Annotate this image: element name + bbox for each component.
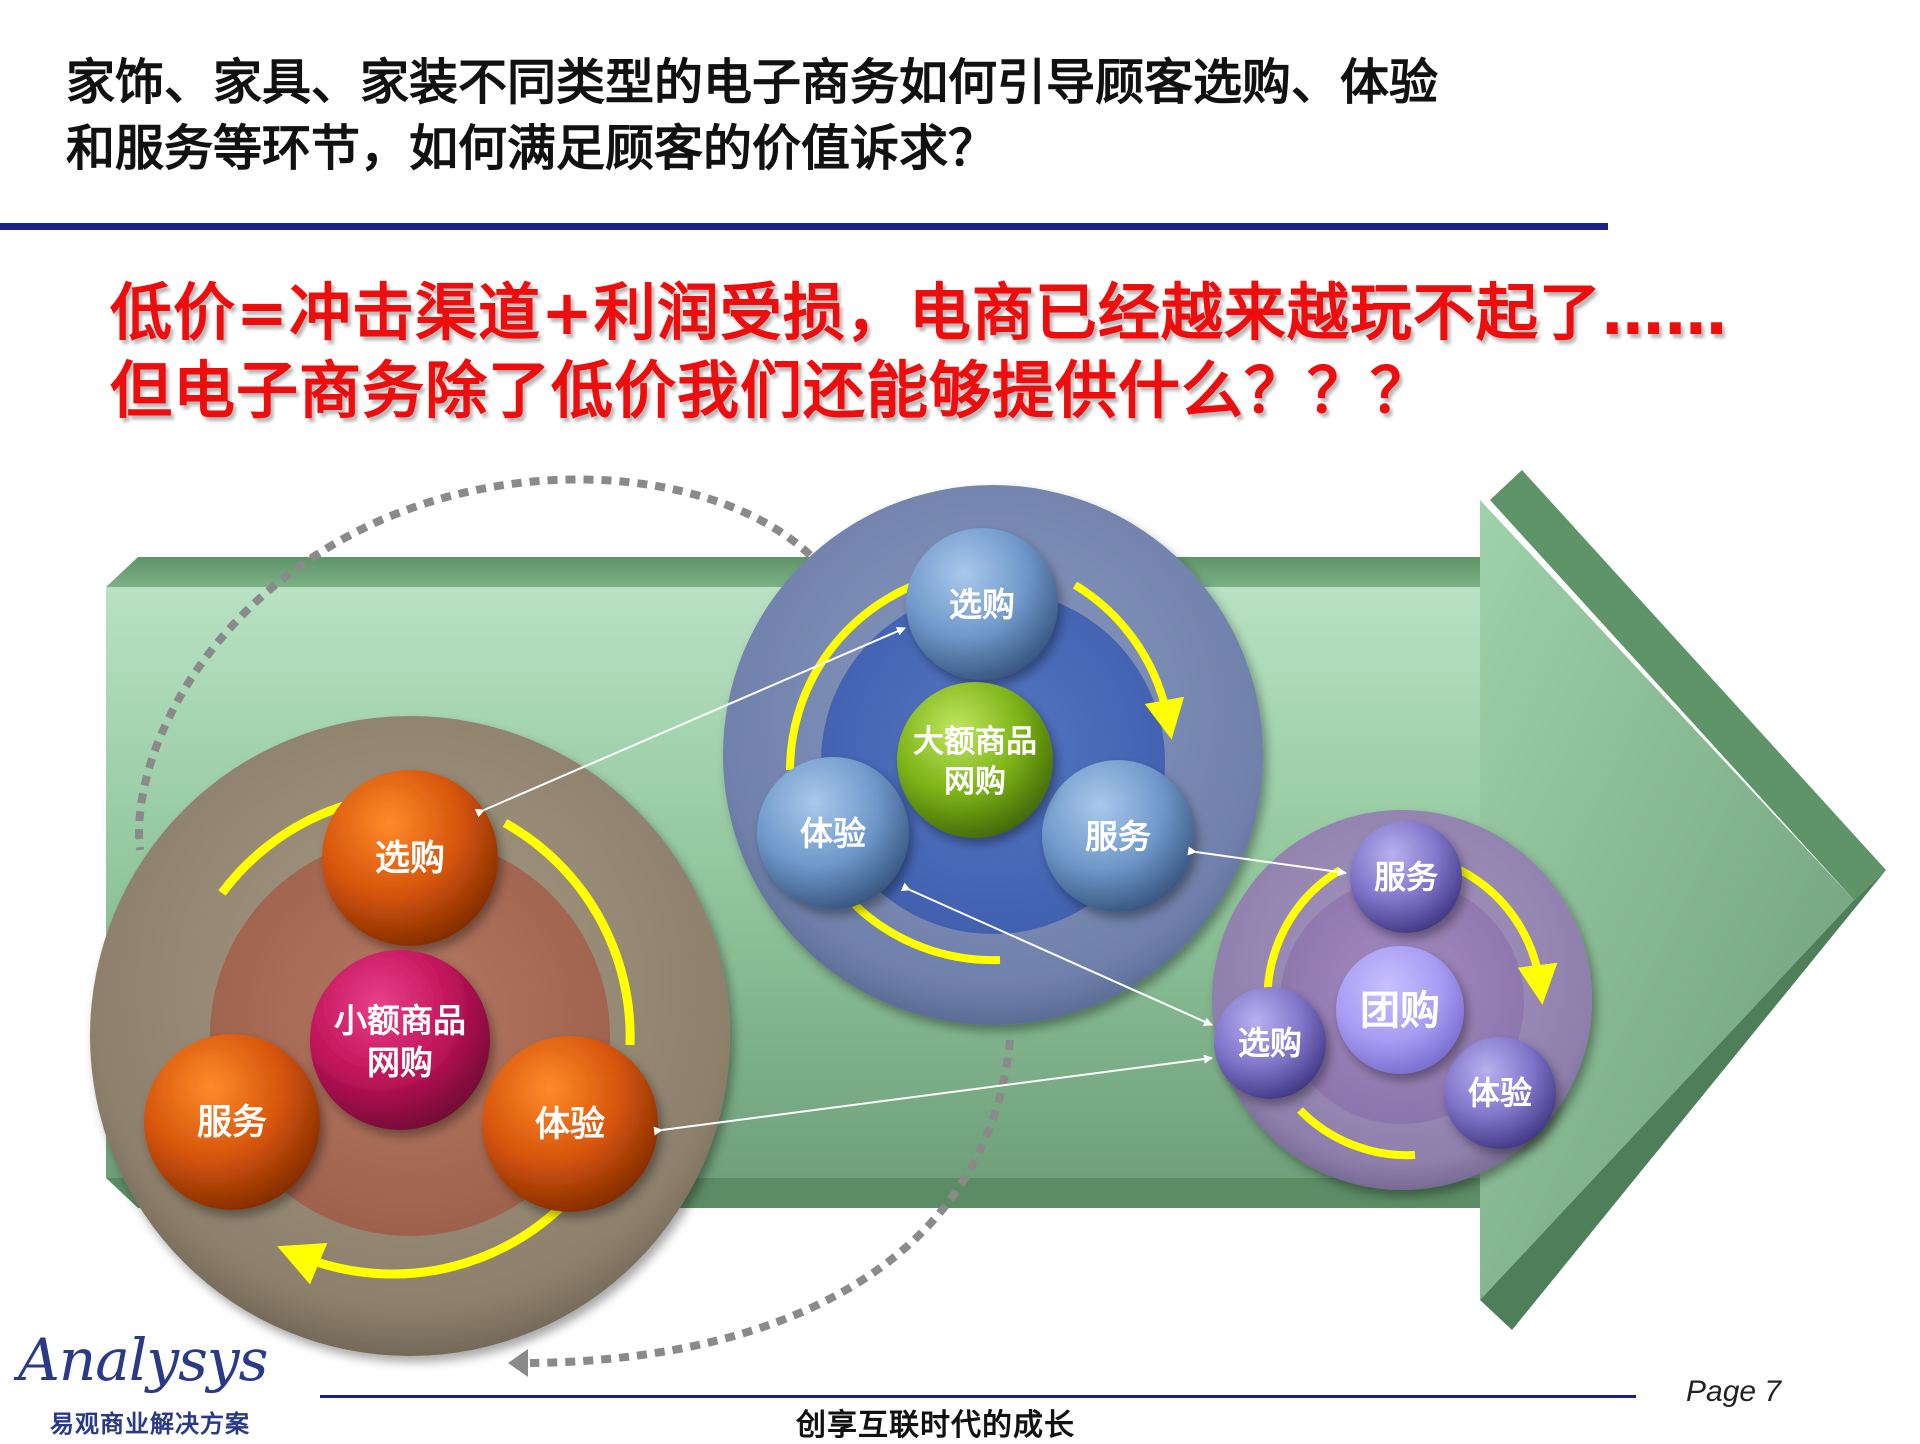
large-purchase-label: 选购 bbox=[949, 585, 1015, 624]
logo-subtitle: 易观商业解决方案 bbox=[50, 1410, 250, 1438]
group-center-label: 团购 bbox=[1360, 988, 1440, 1034]
small-service-label: 服务 bbox=[197, 1103, 267, 1143]
group-experience-node bbox=[1444, 1037, 1556, 1149]
small-center-line2: 网购 bbox=[367, 1043, 433, 1082]
small-service-node bbox=[144, 1034, 320, 1210]
large-service-label: 服务 bbox=[1085, 817, 1151, 856]
small-purchase-node bbox=[322, 770, 498, 946]
footer-slogan: 创享互联时代的成长 bbox=[796, 1408, 1075, 1443]
subtitle-line2: 但电子商务除了低价我们还能够提供什么？？？ bbox=[110, 354, 1434, 427]
small-purchase-label: 选购 bbox=[375, 839, 445, 879]
analysys-logo: Analysys bbox=[18, 1326, 268, 1394]
small-center-line1: 小额商品 bbox=[334, 1001, 466, 1040]
large-service-node bbox=[1042, 760, 1194, 912]
small-experience-label: 体验 bbox=[535, 1105, 605, 1145]
large-center-line2: 网购 bbox=[944, 764, 1006, 800]
dashed-loop-arrow bbox=[135, 475, 1014, 1367]
subtitle-line1: 低价=冲击渠道+利润受损，电商已经越来越玩不起了…… bbox=[110, 276, 1728, 349]
large-experience-label: 体验 bbox=[800, 814, 866, 853]
group-service-label: 服务 bbox=[1374, 858, 1438, 896]
footer-divider bbox=[320, 1395, 1636, 1398]
dashed-loop-arrowhead bbox=[508, 1349, 528, 1377]
page-number: Page 7 bbox=[1686, 1375, 1782, 1408]
group-experience-label: 体验 bbox=[1468, 1074, 1532, 1112]
large-center-line1: 大额商品 bbox=[913, 724, 1037, 760]
group-purchase-label: 选购 bbox=[1238, 1024, 1302, 1062]
group-buying-center bbox=[1336, 946, 1464, 1074]
large-goods-center bbox=[897, 682, 1053, 838]
page-title: 家饰、家具、家装不同类型的电子商务如何引导顾客选购、体验 和服务等环节，如何满足… bbox=[66, 50, 1626, 182]
group-purchase-node bbox=[1214, 987, 1326, 1099]
small-experience-node bbox=[482, 1036, 658, 1212]
group-service-node bbox=[1350, 821, 1462, 933]
title-divider bbox=[0, 223, 1608, 230]
large-purchase-node bbox=[906, 528, 1058, 680]
connector-arrows bbox=[474, 627, 1347, 1136]
small-goods-center bbox=[310, 950, 490, 1130]
page-title-line2: 和服务等环节，如何满足顾客的价值诉求？ bbox=[66, 120, 998, 177]
page-title-line1: 家饰、家具、家装不同类型的电子商务如何引导顾客选购、体验 bbox=[66, 54, 1439, 111]
